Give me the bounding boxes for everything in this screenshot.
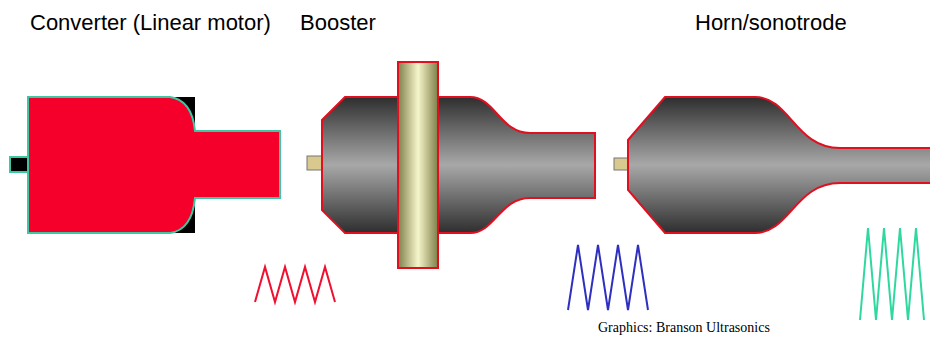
converter-body <box>28 97 280 233</box>
credit-note: Graphics: Branson Ultrasonics <box>598 320 770 336</box>
booster-stud <box>307 156 322 170</box>
booster-clamp-ring <box>398 62 438 268</box>
part-name: Horn/sonotrode <box>695 10 847 36</box>
booster-body <box>438 97 595 233</box>
booster-body <box>322 97 398 233</box>
amplitude-wave <box>255 267 335 302</box>
amplitude-wave <box>568 245 648 310</box>
horn-stud <box>614 158 628 170</box>
converter-terminal <box>10 157 28 172</box>
horn-body <box>628 97 930 233</box>
part-name: Converter (Linear motor) <box>30 10 271 36</box>
amplitude-wave <box>860 228 924 320</box>
part-name: Booster <box>300 10 376 36</box>
